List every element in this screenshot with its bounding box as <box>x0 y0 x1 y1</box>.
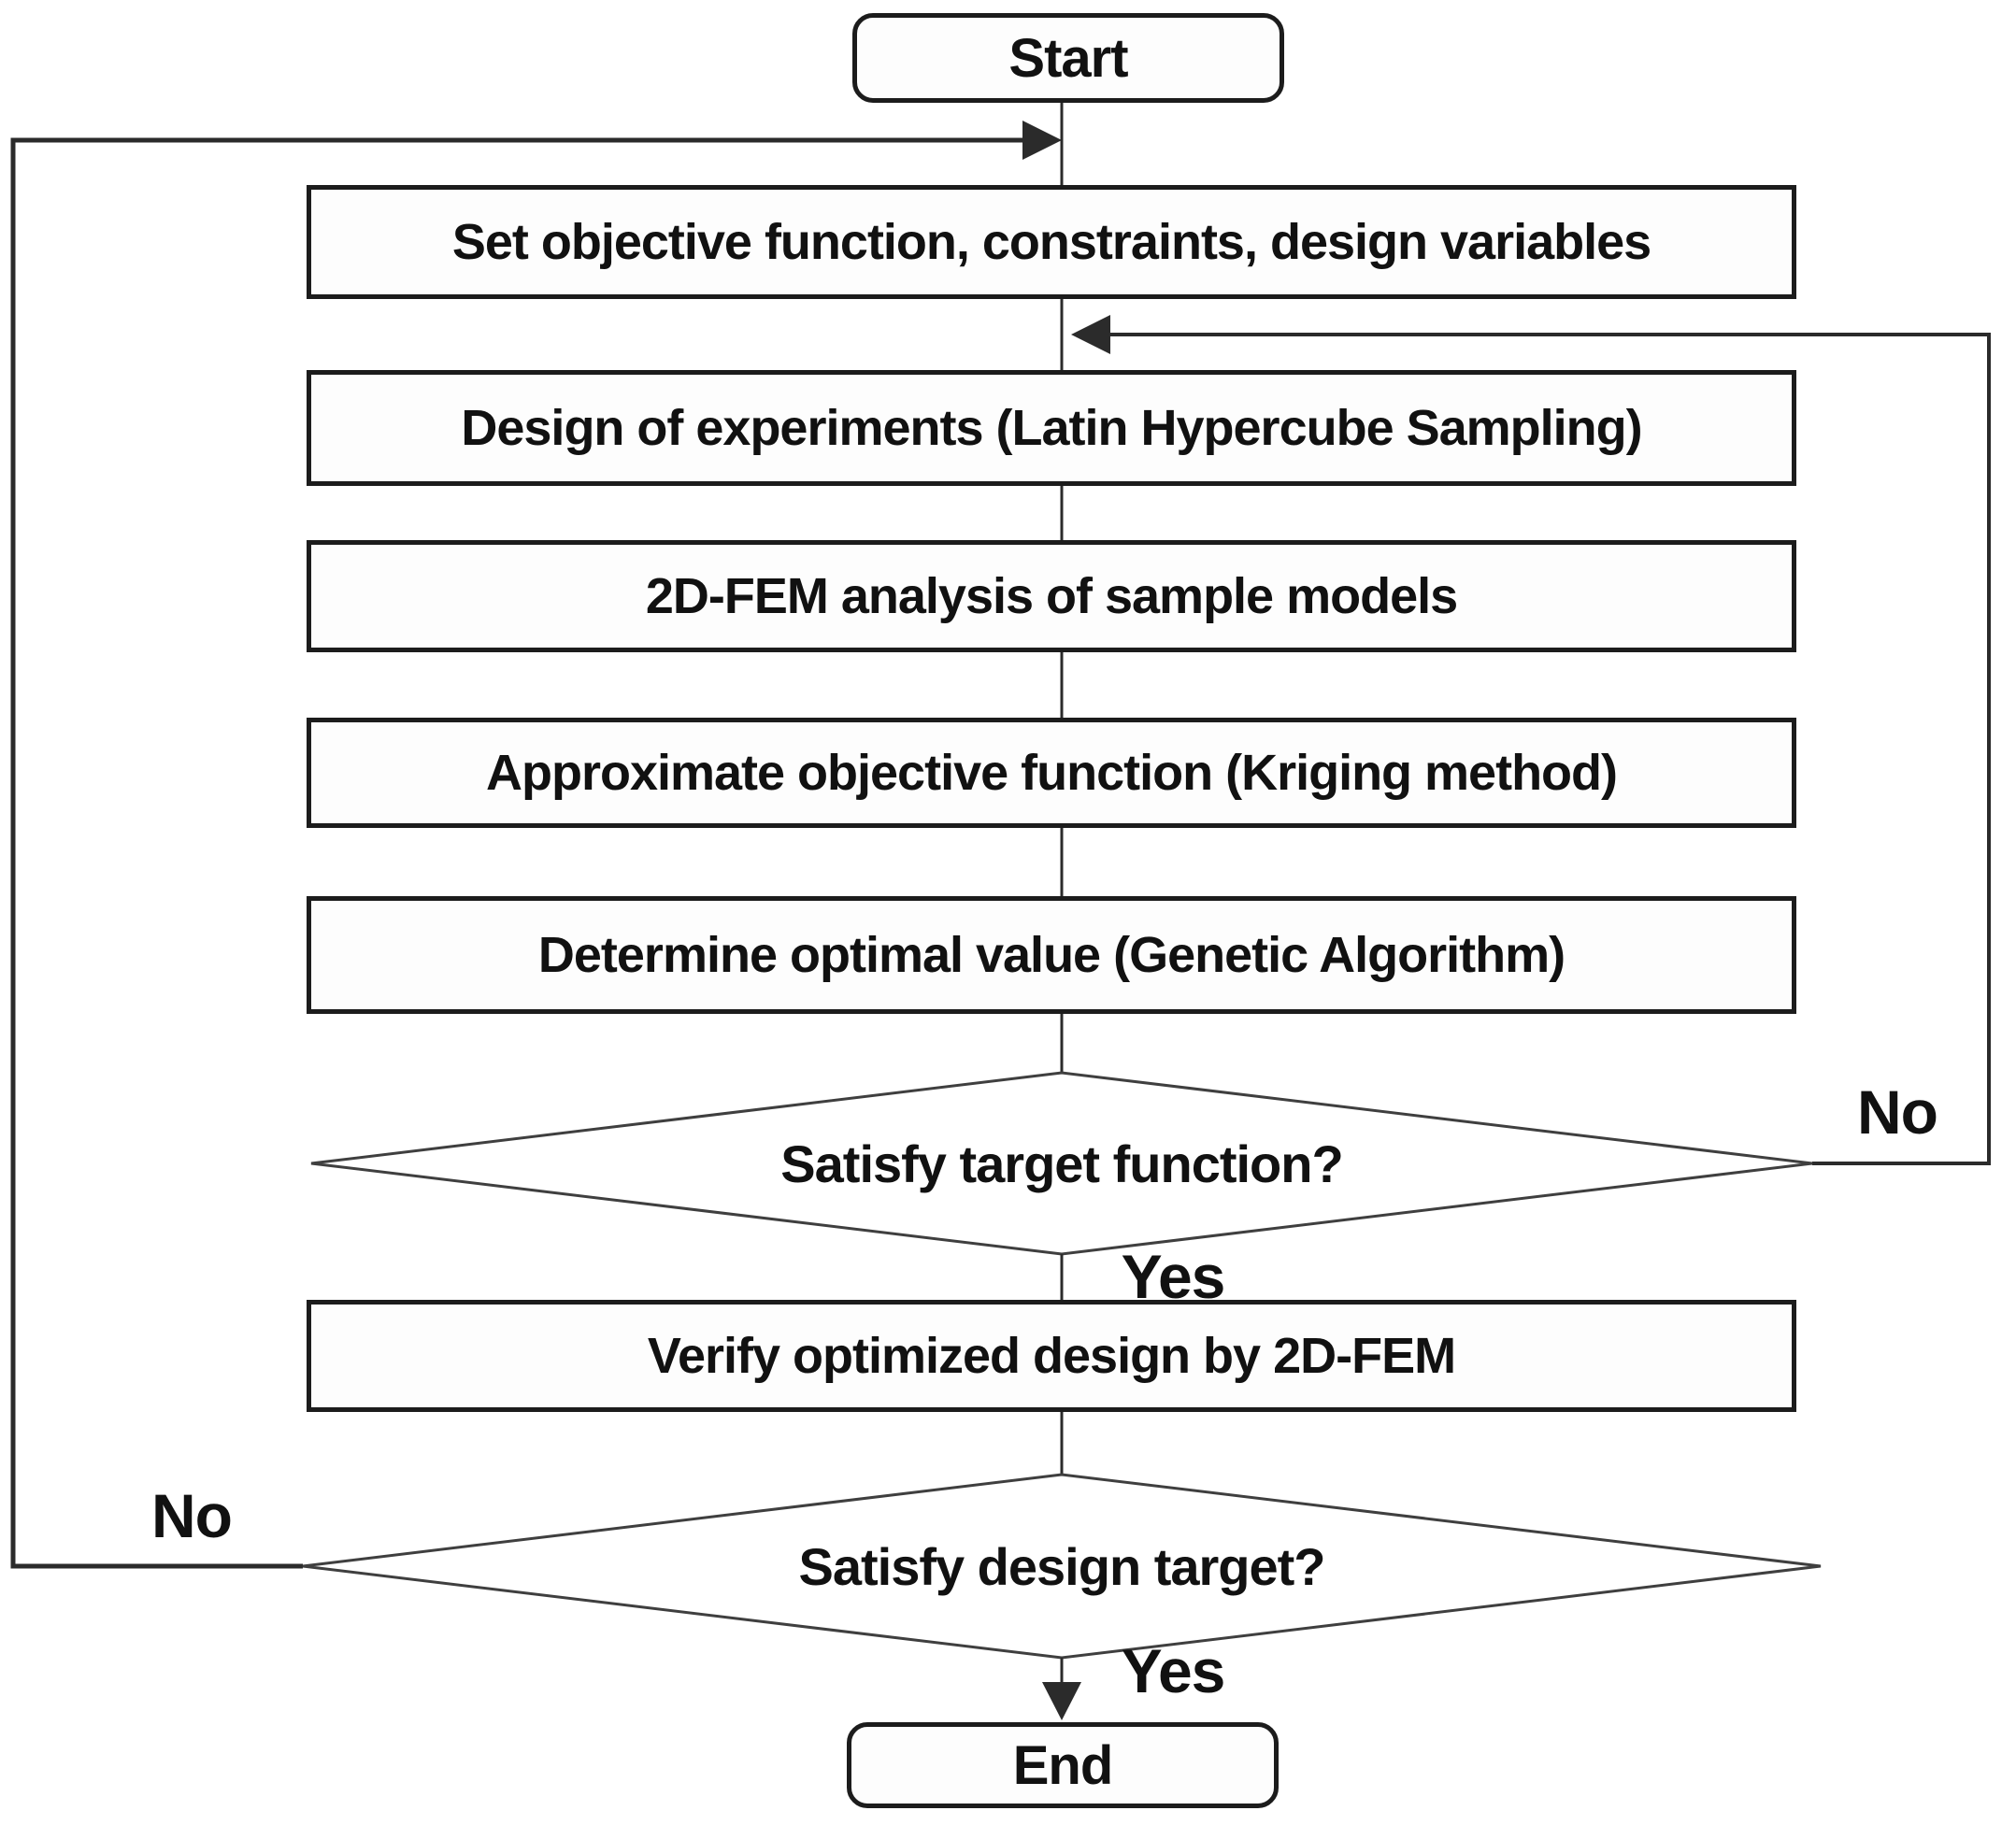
decision-satisfy-target-function-label: Satisfy target function? <box>780 1133 1343 1193</box>
arrowhead-down-into-end <box>1042 1682 1081 1720</box>
node-2d-fem-analysis: 2D-FEM analysis of sample models <box>307 540 1796 652</box>
edge-label-no-target-function: No <box>1857 1077 1938 1147</box>
edge-label-no-design-target: No <box>151 1481 233 1550</box>
edge-no-loop-left <box>10 137 1026 1569</box>
node-end: End <box>847 1722 1279 1808</box>
edge-label-yes-design-target: Yes <box>1121 1636 1226 1705</box>
node-determine-optimal-value: Determine optimal value (Genetic Algorit… <box>307 896 1796 1014</box>
node-verify-optimized-design: Verify optimized design by 2D-FEM <box>307 1300 1796 1412</box>
decision-satisfy-design-target-label: Satisfy design target? <box>798 1536 1325 1596</box>
arrowhead-right-into-top-connector <box>1022 121 1062 160</box>
edge-no-loop-right <box>1110 333 1991 1165</box>
node-design-of-experiments: Design of experiments (Latin Hypercube S… <box>307 370 1796 486</box>
edge-label-yes-target-function: Yes <box>1121 1242 1226 1311</box>
node-set-objective-function: Set objective function, constraints, des… <box>307 185 1796 299</box>
node-start: Start <box>852 13 1284 103</box>
arrowhead-left-into-doe-connector <box>1071 315 1110 354</box>
node-approximate-objective-function: Approximate objective function (Kriging … <box>307 718 1796 828</box>
